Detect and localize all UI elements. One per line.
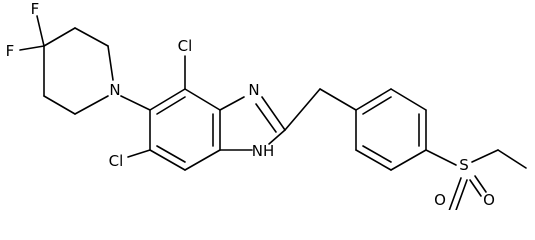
bond-ph-c1-c2	[355, 88, 392, 111]
bond-pip-n-c6	[74, 95, 109, 115]
atom-f1: F	[31, 0, 40, 18]
bond-s-o2-a	[469, 179, 482, 197]
bond-c7a-c7	[184, 149, 221, 171]
bond-s-o1-b	[455, 179, 468, 210]
bond-ph-c2-c3	[390, 88, 427, 111]
atom-s: S	[459, 156, 469, 174]
bond-n3-c2-inner	[255, 103, 277, 133]
bond-c4-f2	[19, 45, 45, 51]
bond-c7-c6	[149, 149, 186, 171]
bond-ethyl-ch3	[497, 149, 527, 169]
bond-n3-c2	[261, 96, 286, 131]
bond-n-c5	[120, 95, 151, 111]
bond-c4-c3a	[184, 88, 221, 111]
atom-cl-top: Cl	[178, 37, 193, 55]
molecule-structure: F F N Cl Cl N NH S O O	[6, 0, 527, 210]
bond-c6-cl	[127, 149, 151, 158]
bond-ph-c1-c2-inner	[362, 96, 392, 115]
bond-s-o2-b	[474, 175, 487, 193]
atom-n-piperidine: N	[109, 81, 120, 99]
atom-f2: F	[6, 42, 15, 60]
bond-s-ethyl	[471, 149, 499, 163]
bond-c2-n1	[268, 129, 286, 145]
bond-pip-c2-n	[107, 45, 114, 81]
atom-n-imine: N	[248, 81, 259, 99]
bond-ph-c5-c6-inner	[362, 145, 392, 163]
bond-pip-c3-c2	[74, 27, 109, 47]
bond-c3a-n3	[219, 96, 245, 111]
atom-labels: F F N Cl Cl N NH S O O	[6, 0, 495, 209]
bond-c5-c4	[149, 88, 186, 111]
bond-c2-ch2	[284, 88, 321, 131]
bond-ph-c4-c5	[390, 149, 427, 171]
bond-pip-c4-c3	[43, 27, 76, 47]
atom-o-left: O	[434, 191, 446, 209]
bond-ph-s	[425, 149, 457, 166]
bond-c7-c6-inner	[156, 145, 186, 163]
atom-cl-bottom: Cl	[109, 152, 124, 170]
bonds	[19, 15, 527, 210]
bond-ph-c5-c6	[355, 149, 392, 171]
bond-c5-c4-inner	[156, 96, 186, 115]
atom-o-right: O	[483, 191, 495, 209]
bond-pip-c6-c5	[43, 95, 76, 115]
bond-s-o1-a	[448, 177, 462, 210]
bond-ch2-ring	[319, 88, 357, 111]
bond-c4-f1	[36, 15, 45, 47]
atom-nh: NH	[252, 142, 275, 160]
